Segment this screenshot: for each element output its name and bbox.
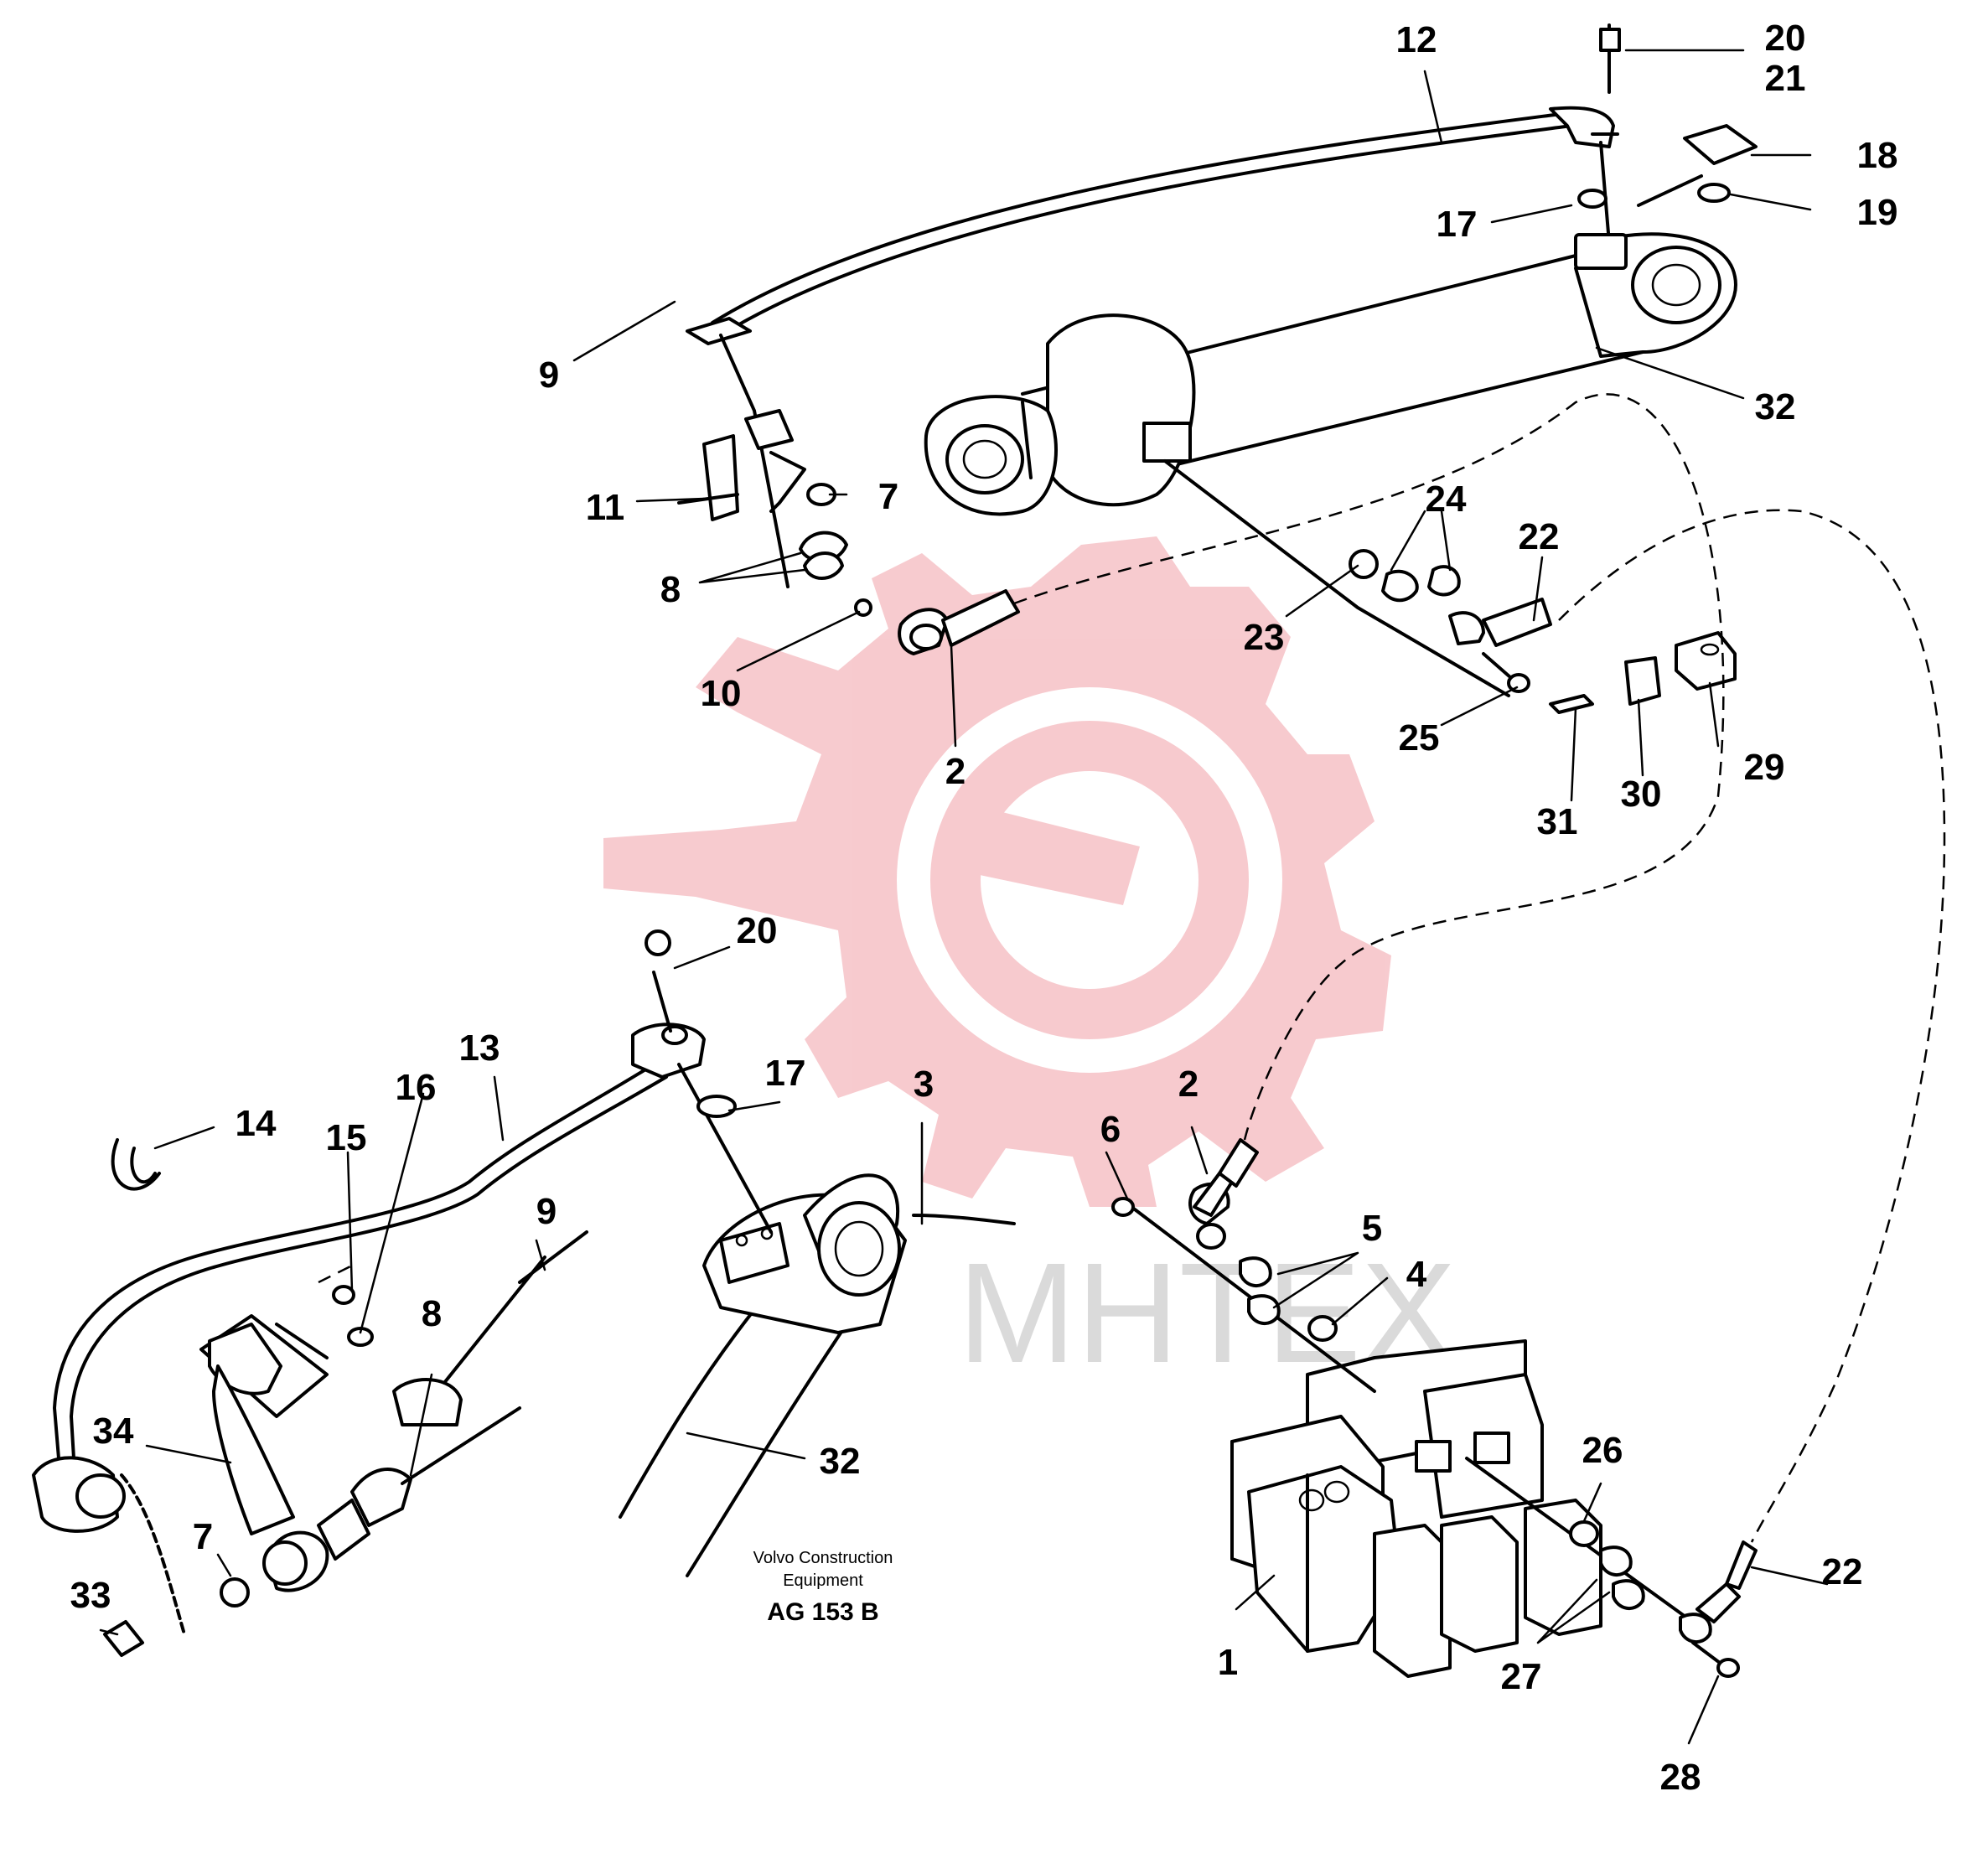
lower-rod-end (103, 1230, 588, 1657)
control-valve-block (1230, 1339, 1602, 1678)
lower-pipe (32, 929, 773, 1636)
label-25: 25 (1399, 717, 1440, 758)
label-8: 8 (660, 569, 681, 610)
label-22: 22 (1519, 516, 1560, 557)
label-1: 1 (1218, 1642, 1238, 1683)
label-17-lower: 17 (765, 1053, 806, 1094)
label-28: 28 (1660, 1757, 1701, 1798)
upper-right-fittings (1163, 459, 1737, 714)
label-21: 21 (1765, 58, 1806, 99)
label-17: 17 (1437, 204, 1478, 245)
label-10: 10 (701, 673, 742, 714)
label-19: 19 (1857, 192, 1898, 233)
label-3: 3 (914, 1064, 934, 1105)
label-26: 26 (1582, 1430, 1623, 1471)
leader-lines (99, 49, 1829, 1745)
label-20: 20 (1765, 18, 1806, 59)
label-6: 6 (1100, 1109, 1121, 1150)
caption-code: AG 153 B (767, 1598, 878, 1626)
lower-boom-cylinder (619, 1173, 1016, 1577)
watermark-gear-logo: MHTEX (603, 536, 1457, 1393)
caption-line-1: Volvo Construction (753, 1549, 893, 1567)
label-2-lower: 2 (1178, 1064, 1198, 1105)
label-32-lower: 32 (820, 1441, 861, 1482)
caption-line-2: Equipment (783, 1571, 863, 1590)
lower-fittings (1111, 1138, 1758, 1678)
label-15: 15 (326, 1117, 367, 1158)
label-16: 16 (396, 1067, 437, 1108)
label-9-lower: 9 (536, 1191, 557, 1232)
label-4: 4 (1406, 1254, 1427, 1295)
label-32: 32 (1755, 386, 1796, 427)
label-8-lower: 8 (422, 1293, 442, 1334)
label-33: 33 (70, 1575, 111, 1616)
label-7: 7 (878, 476, 898, 517)
label-24: 24 (1426, 479, 1467, 520)
label-12: 12 (1396, 19, 1437, 60)
label-11: 11 (586, 487, 625, 528)
part-labels: 12 20 21 18 19 17 32 9 11 7 8 10 2 24 22… (70, 18, 1898, 1798)
label-5: 5 (1362, 1208, 1382, 1249)
label-20-lower: 20 (737, 910, 778, 951)
label-34: 34 (93, 1411, 134, 1452)
label-22-lower: 22 (1822, 1551, 1863, 1592)
label-31: 31 (1537, 801, 1578, 842)
label-13: 13 (459, 1028, 500, 1069)
label-23: 23 (1244, 617, 1285, 658)
label-18: 18 (1857, 135, 1898, 176)
label-2: 2 (945, 751, 966, 792)
upper-boom-cylinder (924, 232, 1737, 516)
label-7-lower: 7 (193, 1516, 213, 1557)
label-27: 27 (1501, 1656, 1542, 1697)
label-14: 14 (236, 1103, 277, 1144)
label-30: 30 (1621, 774, 1662, 815)
label-29: 29 (1744, 747, 1785, 788)
hose-routes (1013, 393, 1946, 1543)
diagram-caption: Volvo Construction Equipment AG 153 B (753, 1549, 893, 1626)
upper-pipe (677, 23, 1758, 655)
label-9: 9 (539, 355, 559, 396)
